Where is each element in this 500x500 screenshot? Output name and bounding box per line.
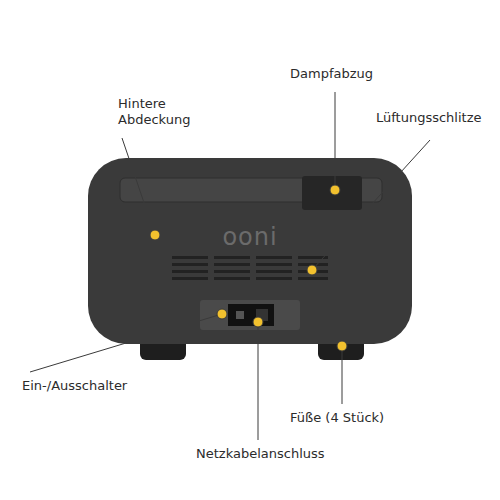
- switch-socket: [228, 304, 274, 326]
- oven-body: [88, 158, 412, 344]
- part-label: Hintere Abdeckung: [118, 96, 218, 128]
- vent-slots: [172, 256, 328, 280]
- callout-dots: [150, 185, 347, 351]
- part-label: Dampfabzug: [290, 66, 410, 82]
- control-panel: [200, 300, 300, 330]
- part-label: Lüftungsschlitze: [376, 110, 496, 126]
- brand-logo: ooni: [222, 224, 277, 250]
- part-label: Ein-/Ausschalter: [22, 378, 162, 394]
- power-switch: [236, 311, 244, 319]
- part-label: Netzkabelanschluss: [196, 446, 366, 462]
- part-label: Füße (4 Stück): [290, 410, 420, 426]
- steam-vent: [302, 176, 362, 210]
